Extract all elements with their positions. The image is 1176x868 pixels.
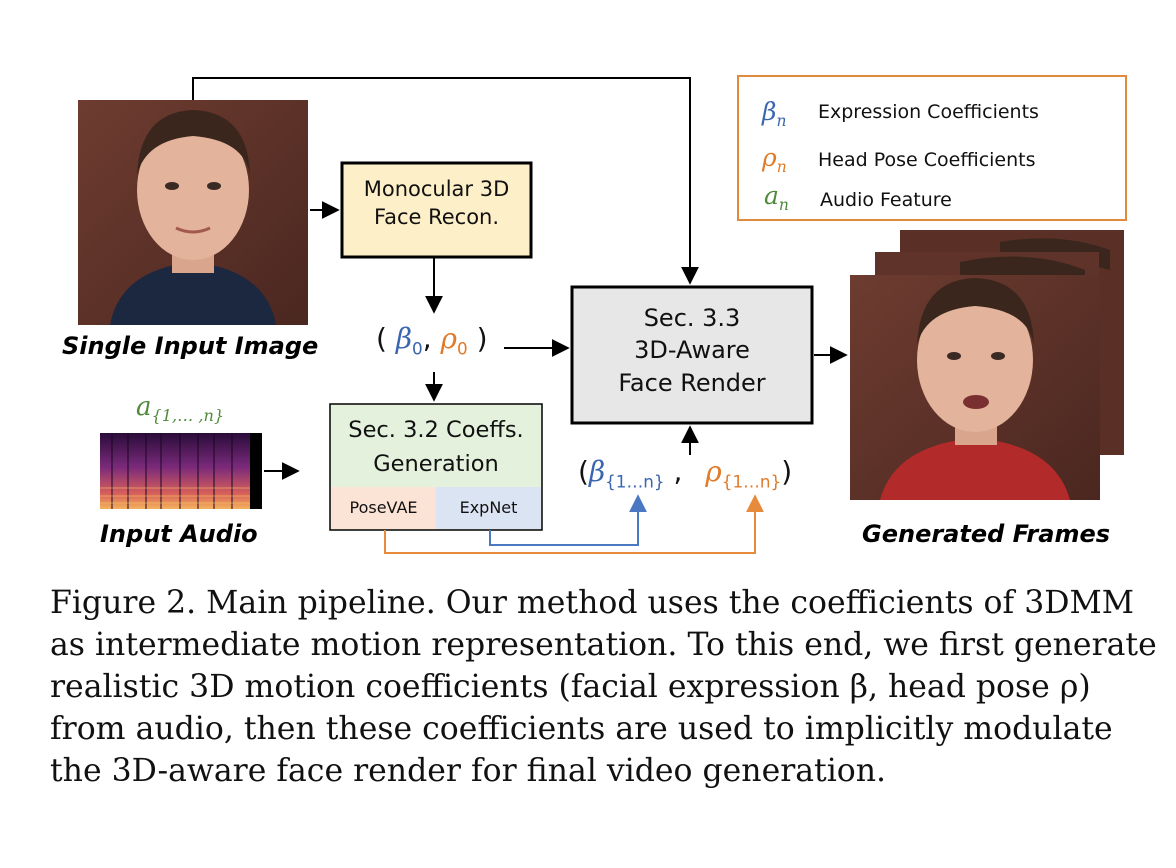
render-box-label: Sec. 3.3 3D-Aware Face Render — [618, 304, 766, 397]
expnet-label: ExpNet — [459, 498, 518, 517]
generated-frames-stack — [850, 230, 1124, 500]
sequence-coefficients: (β{1…n} , ρ{1…n}) — [578, 455, 793, 492]
legend-rho-text: Head Pose Coefficients — [818, 149, 1036, 171]
figure-caption: Figure 2. Main pipeline. Our method uses… — [50, 582, 1157, 792]
skip-connection-arrow — [192, 77, 699, 285]
caption-line: the 3D-aware face render for final video… — [50, 753, 887, 789]
legend-audio-symbol: an — [764, 181, 789, 214]
recon-box — [340, 161, 533, 259]
caption-line: from audio, then these coefficients are … — [50, 711, 1113, 747]
legend-rho-symbol: ρn — [762, 143, 787, 176]
legend-beta-symbol: βn — [762, 97, 787, 130]
generation-box-label: Sec. 3.2 Coeffs. Generation — [348, 417, 524, 477]
caption-line: as intermediate motion representation. T… — [50, 627, 1157, 663]
posevae-to-rho-arrow — [384, 494, 764, 554]
audio-feature-symbol: a{1,… ,n} — [136, 392, 225, 426]
recon-box-label: Monocular 3D Face Recon. — [363, 177, 510, 230]
legend-audio-text: Audio Feature — [820, 189, 952, 211]
initial-coefficients: ( β0, ρ0 ) — [376, 322, 488, 359]
audio-spectrogram — [100, 433, 262, 509]
caption-line: Figure 2. Main pipeline. Our method uses… — [50, 585, 1134, 621]
expnet-box — [436, 487, 541, 529]
pipeline-figure: Monocular 3D Face Recon. Sec. 3.3 3D-Awa… — [62, 75, 1127, 554]
render-box — [570, 285, 814, 425]
expnet-to-beta-arrow — [489, 494, 647, 546]
pipeline-diagram — [78, 75, 1127, 554]
posevae-box — [331, 487, 436, 529]
caption-line: realistic 3D motion coefficients (facial… — [50, 669, 1091, 705]
input-face-image — [78, 100, 308, 325]
posevae-label: PoseVAE — [349, 498, 418, 517]
input-image-label: Single Input Image — [62, 332, 319, 360]
generated-frames-label: Generated Frames — [862, 520, 1111, 548]
legend-beta-text: Expression Coefficients — [818, 101, 1039, 123]
legend-box — [737, 75, 1127, 221]
input-audio-label: Input Audio — [100, 520, 258, 548]
